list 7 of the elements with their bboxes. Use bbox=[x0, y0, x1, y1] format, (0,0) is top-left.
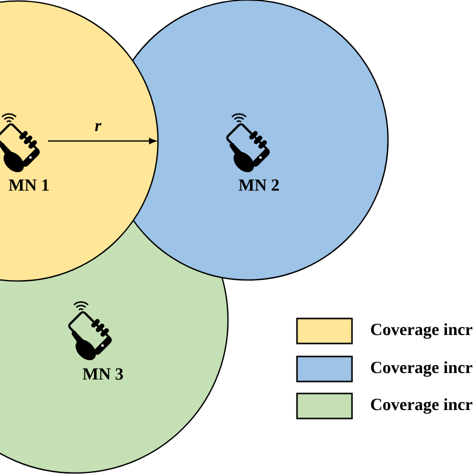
dimension-label: r bbox=[95, 122, 102, 131]
legend-label: Coverage incr bbox=[371, 323, 472, 339]
node-label: MN 3 bbox=[82, 368, 123, 380]
node-label: MN 2 bbox=[238, 179, 279, 191]
node-label: MN 1 bbox=[8, 179, 49, 191]
legend-label: Coverage incr bbox=[371, 361, 472, 377]
legend-label: Coverage incr bbox=[371, 398, 472, 414]
